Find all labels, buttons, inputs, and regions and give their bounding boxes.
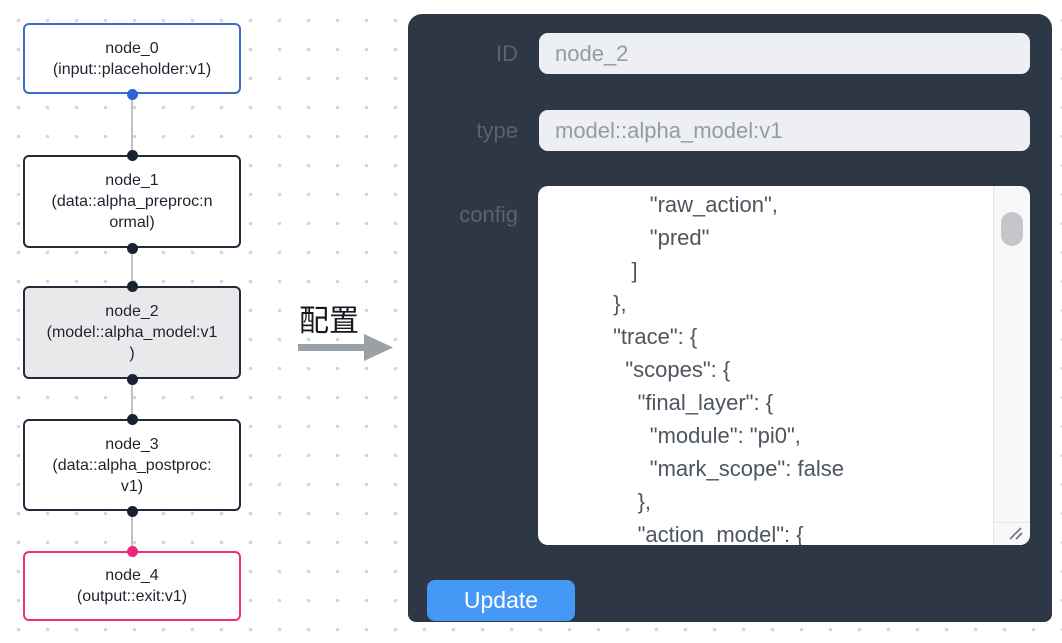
resize-handle-icon[interactable] (1006, 524, 1026, 542)
input-port-node_4[interactable] (126, 545, 138, 557)
output-port-node_3[interactable] (126, 505, 138, 517)
input-port-node_3[interactable] (126, 413, 138, 425)
input-port-node_1[interactable] (126, 149, 138, 161)
output-port-node_0[interactable] (126, 88, 138, 100)
node-subtitle: (input::placeholder:v1) (52, 60, 212, 78)
config-editor[interactable]: "raw_action", "pred" ] }, "trace": { "sc… (538, 186, 1030, 545)
config-label: config (459, 202, 518, 227)
node-title: node_0 (105, 39, 159, 57)
config-json-text[interactable]: "raw_action", "pred" ] }, "trace": { "sc… (613, 192, 844, 545)
edge-node3-node4 (131, 511, 133, 551)
node-node_0[interactable]: node_0 (input::placeholder:v1) (23, 23, 241, 94)
node-subtitle: (model::alpha_model:v1 ) (46, 324, 218, 362)
scrollbar-thumb[interactable] (1001, 212, 1023, 246)
node-subtitle: (data::alpha_preproc:n ormal) (51, 193, 213, 231)
update-button[interactable]: Update (427, 580, 575, 621)
edge-node2-node3 (131, 379, 133, 419)
input-port-node_2[interactable] (126, 280, 138, 292)
right-arrow-icon (298, 334, 393, 361)
node-title: node_1 (105, 172, 159, 189)
node-title: node_2 (105, 303, 159, 320)
node-subtitle: (data::alpha_postproc: v1) (52, 456, 212, 495)
node-title: node_3 (105, 435, 159, 453)
node-node_3[interactable]: node_3 (data::alpha_postproc: v1) (23, 419, 241, 511)
node-subtitle: (output::exit:v1) (76, 588, 188, 605)
edge-node0-node1 (131, 94, 133, 155)
id-input[interactable] (539, 33, 1030, 74)
node-node_4[interactable]: node_4 (output::exit:v1) (23, 551, 241, 621)
output-port-node_1[interactable] (126, 242, 138, 254)
scrollbar-divider (993, 186, 994, 545)
edge-node1-node2 (131, 248, 133, 286)
node-node_1[interactable]: node_1 (data::alpha_preproc:n ormal) (23, 155, 241, 248)
id-label: ID (496, 41, 518, 66)
scrollbar-corner-divider (993, 522, 1030, 523)
output-port-node_2[interactable] (126, 373, 138, 385)
config-panel: ID type config "raw_action", "pred" ] },… (408, 14, 1052, 622)
type-label: type (476, 118, 518, 143)
type-input[interactable] (539, 110, 1030, 151)
node-title: node_4 (105, 567, 159, 584)
node-node_2[interactable]: node_2 (model::alpha_model:v1 ) (23, 286, 241, 379)
config-annotation-label: 配置 (299, 305, 359, 338)
